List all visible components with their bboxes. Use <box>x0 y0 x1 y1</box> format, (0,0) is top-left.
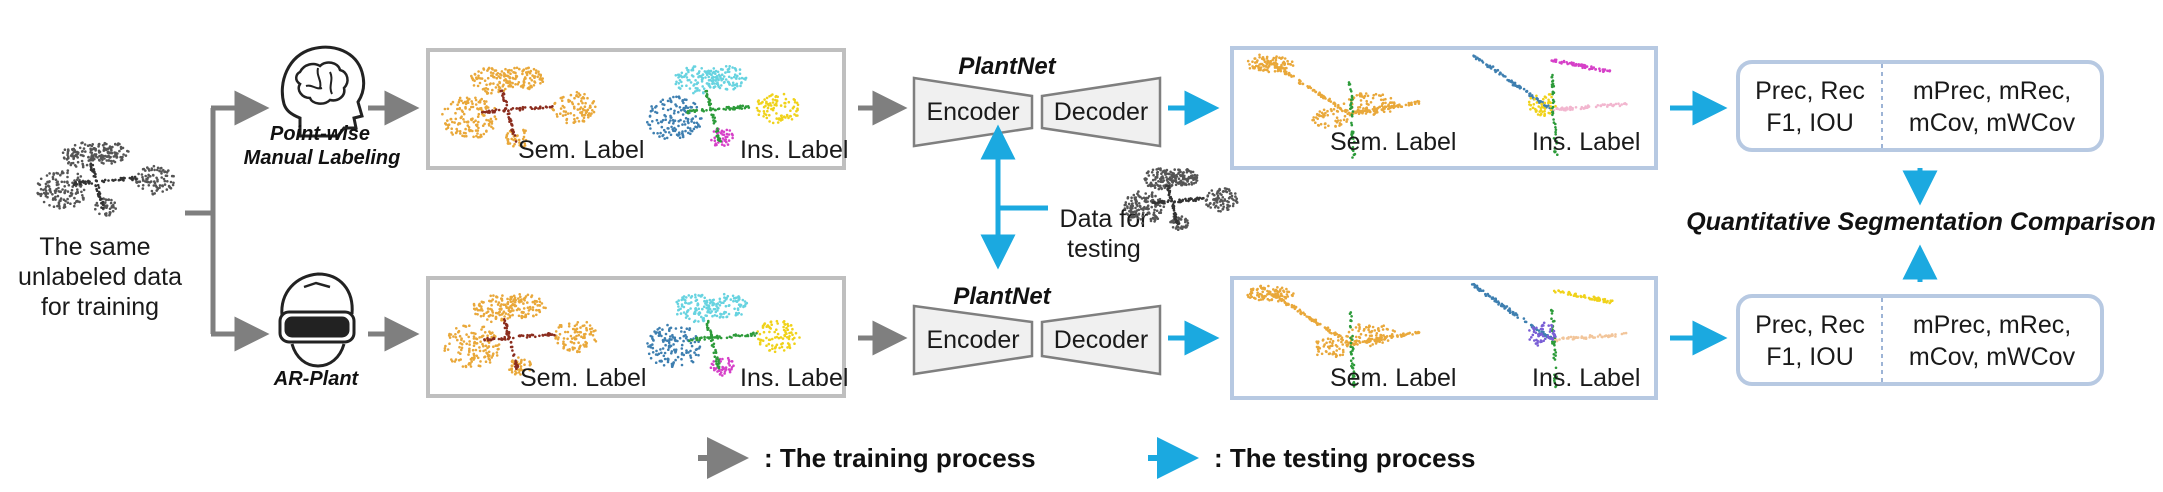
brain-head-icon <box>280 45 366 138</box>
metrics-left-line2-top: F1, IOU <box>1766 109 1854 137</box>
metrics-right-line1-bottom: mPrec, mRec, <box>1913 311 2071 339</box>
result-ins-label-top: Ins. Label <box>1532 128 1640 156</box>
input-caption-line1: The same <box>39 233 150 261</box>
plantnet-title-top: PlantNet <box>958 53 1056 80</box>
decoder-block-top <box>1040 76 1162 148</box>
encoder-label-bottom: Encoder <box>926 326 1019 354</box>
result-ins-pointcloud-bottom <box>1470 282 1628 389</box>
testing-plant-pointcloud <box>1123 167 1239 231</box>
manual-labeling-line1: Point-wise <box>270 123 370 145</box>
manual-labeling-line2: Manual Labeling <box>244 147 401 169</box>
metrics-box-top <box>1736 60 2104 152</box>
vr-headset-head-icon <box>278 272 356 368</box>
input-caption-line2: unlabeled data <box>18 263 182 291</box>
decoder-label-top: Decoder <box>1054 98 1149 126</box>
encoder-label-top: Encoder <box>926 98 1019 126</box>
metrics-left-line1-top: Prec, Rec <box>1755 77 1865 105</box>
metrics-right-line2-bottom: mCov, mWCov <box>1909 343 2076 371</box>
input-plant-pointcloud <box>36 141 175 217</box>
result-sem-label-top: Sem. Label <box>1330 128 1456 156</box>
legend-testing-text: : The testing process <box>1214 443 1476 473</box>
ar-sem-label-pointcloud <box>443 293 598 376</box>
testing-data-line1: Data for <box>1060 205 1149 233</box>
metrics-right-line2-top: mCov, mWCov <box>1909 109 2076 137</box>
training-branch-arrows <box>185 90 270 352</box>
metrics-left-line2-bottom: F1, IOU <box>1766 343 1854 371</box>
quantitative-comparison-label: Quantitative Segmentation Comparison <box>1686 208 2156 236</box>
metrics-box-bottom <box>1736 294 2104 386</box>
testing-data-line2: testing <box>1067 235 1141 263</box>
manual-ins-label-text: Ins. Label <box>740 136 848 164</box>
input-caption-line3: for training <box>41 293 159 321</box>
decoder-label-bottom: Decoder <box>1054 326 1149 354</box>
ar-plant-label: AR-Plant <box>273 368 360 390</box>
manual-ins-label-pointcloud <box>646 65 800 147</box>
metrics-left-line1-bottom: Prec, Rec <box>1755 311 1865 339</box>
result-sem-pointcloud-top <box>1246 53 1421 159</box>
manual-sem-label-pointcloud <box>441 66 597 149</box>
ar-sem-label-text: Sem. Label <box>520 364 646 392</box>
ar-ins-label-pointcloud <box>646 292 801 377</box>
metrics-right-line1-top: mPrec, mRec, <box>1913 77 2071 105</box>
ar-ins-label-text: Ins. Label <box>740 364 848 392</box>
result-sem-label-bottom: Sem. Label <box>1330 364 1456 392</box>
decoder-block-bottom <box>1040 304 1162 376</box>
result-ins-pointcloud-top <box>1472 54 1628 156</box>
manual-sem-label-text: Sem. Label <box>518 136 644 164</box>
result-sem-pointcloud-bottom <box>1246 284 1421 388</box>
legend-training-text: : The training process <box>764 443 1036 473</box>
encoder-block-bottom <box>912 304 1034 376</box>
plantnet-title-bottom: PlantNet <box>953 283 1051 310</box>
result-ins-label-bottom: Ins. Label <box>1532 364 1640 392</box>
